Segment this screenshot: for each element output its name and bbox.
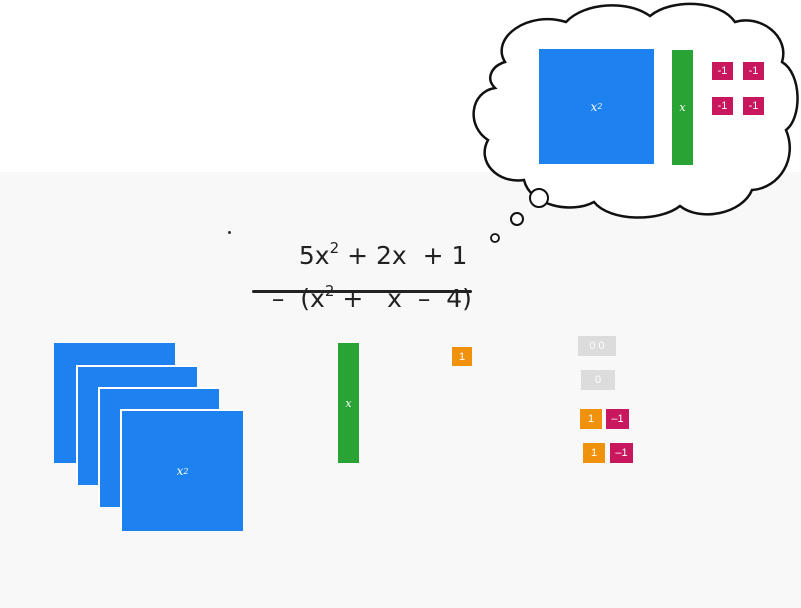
subtraction-rule bbox=[252, 290, 472, 293]
thought-dot-medium bbox=[510, 212, 524, 226]
zero-pair-faded: 0 bbox=[581, 370, 615, 390]
bubble-x-tile: x bbox=[672, 50, 693, 165]
bubble-neg-one-tile: -1 bbox=[712, 97, 733, 115]
zero-pair-faded: 0 0 bbox=[578, 336, 616, 356]
bubble-neg-one-tile: -1 bbox=[712, 62, 733, 80]
thought-dot-large bbox=[529, 188, 549, 208]
bubble-neg-one-tile: -1 bbox=[743, 97, 764, 115]
equation-line-1: 5x2 + 2x + 1 bbox=[298, 239, 468, 270]
one-tile[interactable]: 1 bbox=[583, 443, 605, 463]
x-tile[interactable]: x bbox=[338, 343, 359, 463]
thought-dot-small bbox=[490, 233, 500, 243]
neg-one-tile[interactable]: –1 bbox=[610, 443, 633, 463]
one-tile[interactable]: 1 bbox=[580, 409, 602, 429]
one-tile[interactable]: 1 bbox=[452, 347, 472, 366]
equation-line-2: – (x2 + x – 4) bbox=[271, 282, 472, 313]
bubble-neg-one-tile: -1 bbox=[743, 62, 764, 80]
stray-mark bbox=[228, 231, 231, 234]
neg-one-tile[interactable]: –1 bbox=[606, 409, 629, 429]
